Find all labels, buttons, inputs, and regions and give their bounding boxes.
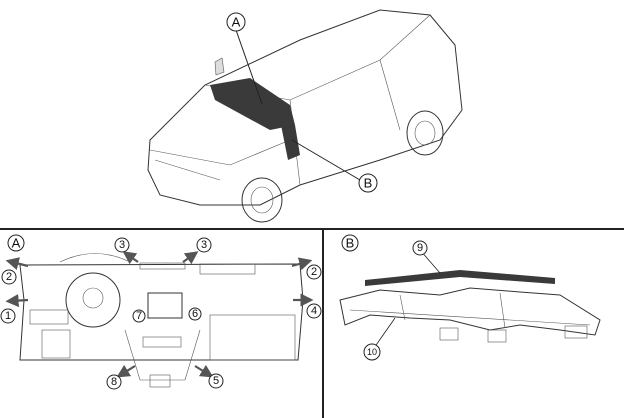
label-3-left: 3 <box>114 237 130 253</box>
label-9: 9 <box>412 240 428 256</box>
svg-text:7: 7 <box>136 310 142 322</box>
label-1: 1 <box>0 308 16 324</box>
svg-text:A: A <box>12 236 21 251</box>
svg-text:3: 3 <box>201 239 207 251</box>
crossbeam-highlight <box>365 270 555 286</box>
label-10: 10 <box>363 343 381 361</box>
svg-text:9: 9 <box>417 242 423 254</box>
svg-text:3: 3 <box>119 239 125 251</box>
side-mirror <box>214 57 225 76</box>
svg-text:10: 10 <box>367 347 377 357</box>
svg-text:B: B <box>364 176 373 191</box>
vehicle-overview: A B <box>147 9 463 223</box>
label-4: 4 <box>306 303 322 319</box>
label-2-left: 2 <box>1 269 17 285</box>
svg-text:1: 1 <box>5 310 11 322</box>
svg-text:5: 5 <box>213 375 219 387</box>
label-7: 7 <box>132 309 146 323</box>
svg-text:8: 8 <box>111 376 117 388</box>
panel-b-duct-assembly: B 9 10 <box>339 234 601 361</box>
label-8: 8 <box>106 374 122 390</box>
svg-text:2: 2 <box>6 271 12 283</box>
svg-text:2: 2 <box>311 266 317 278</box>
callout-line-b <box>291 139 361 181</box>
label-5: 5 <box>208 373 224 389</box>
svg-text:B: B <box>346 236 355 251</box>
dashboard-assembly-highlight <box>210 78 295 130</box>
callout-b: B <box>358 173 378 193</box>
duct-assembly-highlight <box>280 120 300 160</box>
callout-line-a <box>235 29 263 105</box>
svg-text:6: 6 <box>192 308 198 320</box>
svg-text:4: 4 <box>311 305 317 317</box>
svg-text:A: A <box>232 15 241 30</box>
label-3-right: 3 <box>196 237 212 253</box>
callout-a: A <box>226 12 246 32</box>
label-2-right: 2 <box>306 264 322 280</box>
panel-a-instrument-panel: A 1 2 2 3 3 4 5 6 7 8 <box>0 234 322 390</box>
label-6: 6 <box>188 307 202 321</box>
